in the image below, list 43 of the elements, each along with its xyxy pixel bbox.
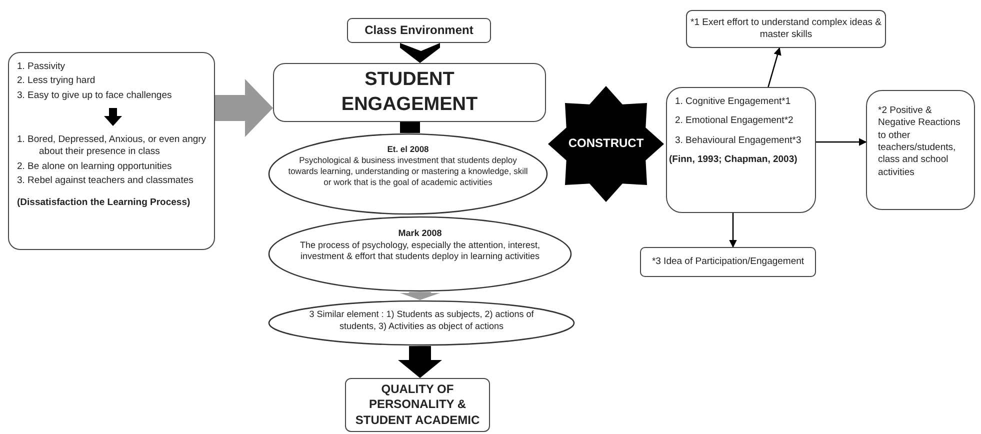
list-item: 1. Bored, Depressed, Anxious, or even angry about their presence in class — [17, 134, 208, 159]
list-item: 1. Passivity — [17, 61, 66, 74]
node-text: CONSTRUCT — [568, 136, 644, 152]
list-item: 2. Be alone on learning opportunities — [17, 160, 173, 174]
list-item: 1. Cognitive Engagement*1 — [675, 96, 792, 108]
node-text: QUALITY OF PERSONALITY & STUDENT ACADEMIC — [354, 382, 481, 428]
list-item: 2. Less trying hard — [17, 75, 96, 88]
node-text: *1 Exert effort to understand complex ideas & master skills — [690, 16, 882, 42]
block-arrow — [400, 292, 440, 300]
engagement-box — [273, 63, 546, 122]
list-item: 3. Rebel against teachers and classmates — [17, 175, 194, 188]
node-text: Class Environment — [364, 22, 474, 38]
outcome-box — [345, 378, 490, 432]
node-text: *3 Idea of Participation/Engagement — [652, 256, 804, 268]
construct-star — [548, 86, 664, 202]
note-box — [866, 90, 975, 210]
note-box — [686, 10, 886, 48]
node-text: Psychological & business investment that students deploy towards learning, understanding or mastering a knowledge, skill or work that is the goal of academic activities — [287, 155, 529, 188]
problem-box — [8, 52, 215, 250]
engagement-types-box — [666, 87, 816, 213]
definition-ellipse — [268, 216, 572, 292]
definition-ellipse — [268, 133, 548, 215]
node-text: 3 Similar element : 1) Students as subjects, 2) actions of students, 3) Activities as object of actions — [308, 309, 535, 332]
node-text: STUDENT ENGAGEMENT — [340, 68, 479, 116]
block-arrow — [400, 122, 420, 133]
arrow — [768, 47, 782, 88]
node-text: *2 Positive & Negative Reactions to other teachers/students, class and school activities — [878, 105, 962, 180]
source-note: (Finn, 1993; Chapman, 2003) — [669, 154, 798, 166]
arrow — [816, 138, 867, 146]
note-box — [640, 247, 816, 277]
summary-ellipse — [268, 300, 575, 346]
block-arrow — [400, 43, 440, 63]
list-item: 3. Easy to give up to face challenges — [17, 90, 173, 102]
environment-box — [347, 18, 491, 43]
node-text: The process of psychology, especially the attention, interest, investment & effort that students deploy in learning activities — [299, 240, 541, 264]
list-item: 3. Behavioural Engagement*3 — [675, 134, 802, 148]
arrow — [729, 213, 737, 248]
reference-heading: Mark 2008 — [397, 228, 443, 240]
source-note: (Dissatisfaction the Learning Process) — [17, 197, 192, 210]
reference-heading: Et. el 2008 — [386, 144, 430, 156]
list-item: 2. Emotional Engagement*2 — [675, 115, 794, 128]
block-arrow — [398, 346, 442, 378]
block-arrow — [215, 79, 273, 137]
